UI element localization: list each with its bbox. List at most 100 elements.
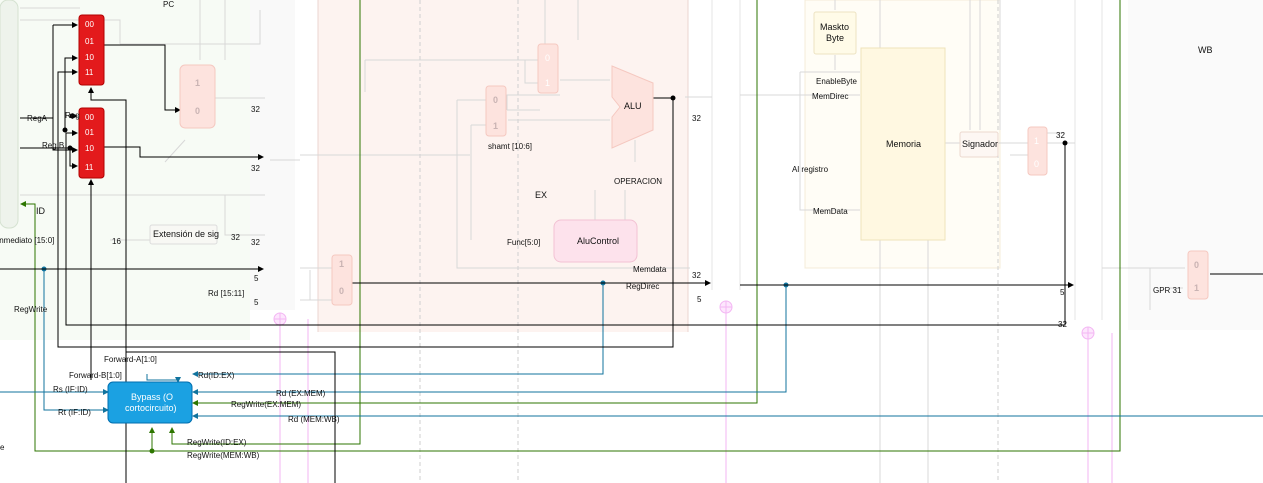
id-stage-label: ID: [36, 206, 46, 216]
mux-a-input-00: 00: [85, 20, 94, 29]
bypass-label-2: cortocircuito): [125, 403, 177, 413]
alu-label: ALU: [624, 101, 642, 111]
mux-b-input-01: 01: [85, 128, 94, 137]
memdata-ex-label: Memdata: [633, 265, 667, 274]
maskto-byte-block: Maskto Byte: [813, 11, 857, 55]
rd-label: Rd [15:11]: [208, 289, 244, 298]
faded-mux-id: 1 0: [179, 64, 216, 129]
mux-a-input-11: 11: [85, 68, 94, 77]
memoria-block: Memoria: [860, 47, 946, 241]
svg-text:0: 0: [339, 286, 344, 296]
svg-text:1: 1: [1194, 283, 1199, 293]
shamt-label: shamt [10:6]: [488, 142, 532, 151]
forward-mux-a: 00 01 10 11: [78, 14, 105, 86]
green-control-wires: [20, 0, 1121, 452]
faded-mux-alu-a: 0 1: [537, 43, 559, 94]
mem-width-5-label: 5: [697, 295, 702, 304]
faded-mux-wb: 0 1: [1187, 250, 1209, 300]
reg-a-label: RegA: [27, 114, 48, 123]
alu-width-32-label: 32: [692, 114, 701, 123]
regwrite-label: RegWrite: [14, 305, 48, 314]
memoria-label: Memoria: [886, 139, 921, 149]
mux-b-input-10: 10: [85, 144, 94, 153]
width-5-b-label: 5: [254, 298, 259, 307]
width-16-label: 16: [112, 237, 121, 246]
mux-a-input-10: 10: [85, 53, 94, 62]
wb-width-32-label: 32: [1056, 131, 1065, 140]
junction-dot: [69, 113, 75, 119]
junction-dot: [62, 127, 68, 133]
svg-text:1: 1: [545, 78, 550, 88]
blue-data-wires: [0, 269, 1263, 419]
faded-wires: [20, 0, 1185, 483]
junction-dot: [149, 448, 155, 454]
wb-width-5-label: 5: [1060, 288, 1065, 297]
bottom-width-32-label: 32: [1058, 320, 1067, 329]
ext-width-32-label: 32: [231, 233, 240, 242]
ex-stage-label: EX: [535, 190, 547, 200]
reg-b-label: Reg B: [42, 141, 64, 150]
width-32-c-label: 32: [251, 238, 260, 247]
pink-lines: [279, 307, 1113, 483]
enablebyte-label: EnableByte: [816, 77, 857, 86]
signador-block: Signador: [959, 131, 999, 158]
memdirec-label: MemDirec: [812, 92, 848, 101]
byte-label: Byte: [826, 33, 844, 43]
rd-memwb-label: Rd (MEM:WB): [288, 415, 340, 424]
sign-extension-label: Extensión de sig: [153, 229, 219, 239]
alu-control-block: AluControl: [553, 219, 638, 263]
wb-stage-label: WB: [1198, 45, 1213, 55]
svg-text:0: 0: [195, 106, 200, 116]
mem-width-32-label: 32: [692, 271, 701, 280]
id-stage-region: [0, 0, 250, 340]
forward-a-label: Forward-A[1:0]: [104, 355, 157, 364]
svg-text:1: 1: [339, 259, 344, 269]
regwrite-idex-label: RegWrite(ID:EX): [187, 438, 247, 447]
faded-mux-shamt: 0 1: [485, 85, 507, 137]
regwrite-exmem-label: RegWrite(EX:MEM): [231, 400, 301, 409]
width-32-b-label: 32: [251, 164, 260, 173]
maskto-label: Maskto: [820, 22, 849, 32]
mux-b-input-00: 00: [85, 113, 94, 122]
junction-dot: [670, 95, 676, 101]
reg-partial-label: Reg: [65, 111, 80, 120]
bypass-unit: Bypass (O cortocircuito): [107, 381, 193, 424]
svg-text:1: 1: [195, 78, 200, 88]
width-32-a-label: 32: [251, 105, 260, 114]
al-registro-label: Al registro: [792, 165, 829, 174]
alu-shape: [611, 65, 654, 149]
sign-extension-block: Extensión de sig: [149, 224, 219, 245]
cut-off-label: e: [0, 443, 5, 452]
svg-text:1: 1: [493, 121, 498, 131]
alu-control-label: AluControl: [577, 236, 619, 246]
pink-circle-markers: [273, 300, 1095, 340]
memdata-label: MemData: [813, 207, 848, 216]
svg-text:0: 0: [493, 95, 498, 105]
svg-text:0: 0: [545, 53, 550, 63]
rt-ifid-label: Rt (IF:ID): [58, 408, 91, 417]
junction-dot: [67, 145, 73, 151]
rs-ifid-label: Rs (IF:ID): [53, 385, 88, 394]
gpr31-label: GPR 31: [1153, 286, 1182, 295]
svg-text:0: 0: [1034, 159, 1039, 169]
svg-text:1: 1: [1034, 136, 1039, 146]
junction-dot: [1062, 140, 1068, 146]
regdirec-label: RegDirec: [626, 282, 659, 291]
ex-stage-region: [318, 0, 688, 332]
rd-exmem-label: Rd (EX:MEM): [276, 389, 326, 398]
width-5-a-label: 5: [254, 274, 259, 283]
func-label: Func[5:0]: [507, 238, 540, 247]
inmediato-label: Inmediato [15:0]: [0, 236, 54, 245]
forward-b-label: Forward-B[1:0]: [69, 371, 122, 380]
forward-mux-b: 00 01 10 11: [78, 107, 105, 179]
signador-label: Signador: [962, 139, 998, 149]
register-file-block: [0, 0, 19, 229]
faded-mux-mem: 1 0: [1027, 126, 1048, 176]
mux-b-input-11: 11: [85, 163, 94, 172]
svg-text:0: 0: [1194, 260, 1199, 270]
mux-a-input-01: 01: [85, 37, 94, 46]
regwrite-memwb-label: RegWrite(MEM:WB): [187, 451, 260, 460]
bypass-label-1: Bypass (O: [131, 392, 173, 402]
